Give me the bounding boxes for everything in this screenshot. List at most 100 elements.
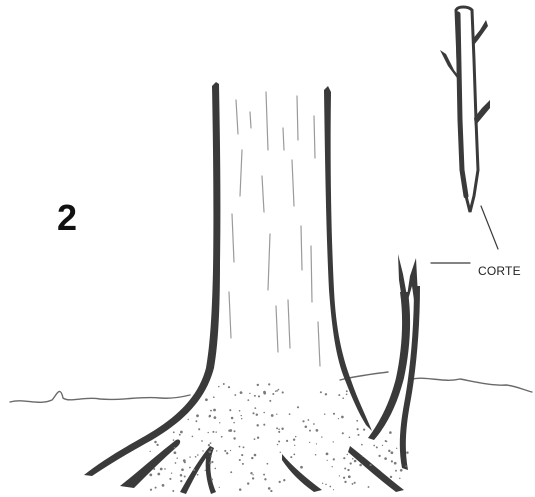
soil-dot	[373, 445, 375, 447]
soil-dot	[239, 446, 241, 448]
soil-dot	[196, 414, 199, 417]
soil-dot	[342, 397, 344, 399]
soil-dot	[174, 447, 176, 449]
soil-dot	[154, 441, 157, 444]
soil-dot	[361, 444, 363, 446]
root-right	[348, 446, 404, 492]
soil-dot	[176, 457, 177, 458]
soil-dot	[289, 413, 291, 415]
soil-dot	[221, 436, 223, 438]
soil-dot	[272, 393, 274, 395]
soil-dot	[333, 413, 335, 415]
soil-dot	[325, 484, 327, 486]
soil-dot	[276, 414, 277, 415]
soil-dot	[257, 437, 259, 439]
soil-dot	[213, 396, 215, 398]
soil-dot	[215, 431, 216, 432]
soil-dot	[309, 442, 310, 443]
soil-dot	[281, 427, 283, 429]
trunk-right-edge	[324, 86, 372, 431]
soil-dot	[258, 395, 260, 397]
soil-dot	[347, 454, 348, 455]
soil-dot	[352, 483, 354, 485]
soil-dot	[205, 398, 208, 401]
soil-dot	[243, 446, 245, 448]
soil-dot	[183, 459, 186, 462]
soil-dot	[267, 463, 269, 465]
soil-dot	[226, 452, 228, 454]
soil-dot	[219, 487, 220, 488]
soil-dot	[326, 453, 329, 456]
soil-dot	[229, 409, 231, 411]
soil-dot	[233, 437, 235, 439]
soil-dot	[308, 419, 310, 421]
soil-dot	[239, 410, 241, 412]
soil-dot	[171, 473, 172, 474]
soil-dot	[189, 467, 191, 469]
soil-dot	[382, 445, 383, 446]
soil-dot	[280, 452, 281, 453]
soil-dot	[230, 471, 232, 473]
soil-dot	[338, 394, 340, 396]
soil-dot	[162, 484, 165, 487]
soil-dot	[179, 434, 181, 436]
soil-dot	[354, 482, 356, 484]
soil-dot	[208, 450, 211, 453]
soil-dot	[209, 416, 211, 418]
soil-dot	[346, 390, 348, 392]
soil-dot	[268, 383, 270, 385]
cut-sprout	[368, 254, 420, 470]
soil-dot	[293, 438, 295, 440]
soil-dot	[256, 424, 258, 426]
soil-dot	[229, 429, 232, 432]
soil-dot	[275, 391, 276, 392]
soil-dot	[295, 436, 296, 437]
soil-dot	[212, 431, 214, 433]
soil-dot	[234, 430, 236, 432]
soil-dot	[269, 400, 271, 402]
soil-dot	[333, 441, 334, 442]
soil-dot	[249, 393, 250, 394]
soil-dot	[263, 392, 266, 395]
soil-dot	[279, 481, 281, 483]
soil-dot	[329, 486, 331, 488]
soil-dot	[241, 415, 242, 416]
soil-dot	[247, 399, 249, 401]
soil-dot	[192, 436, 194, 438]
soil-dot	[370, 464, 372, 466]
bark-texture	[229, 92, 320, 366]
cut-stick	[440, 7, 490, 212]
soil-dot	[271, 414, 274, 417]
soil-dot	[384, 457, 387, 460]
soil-dot	[400, 469, 403, 472]
soil-dot	[195, 456, 197, 458]
soil-dot	[341, 416, 344, 419]
soil-dot	[172, 490, 174, 492]
soil-dot	[315, 454, 317, 456]
soil-dot	[209, 462, 211, 464]
soil-dot	[210, 410, 212, 412]
soil-dot	[346, 393, 348, 395]
soil-dot	[278, 440, 280, 442]
soil-dot	[362, 456, 363, 457]
soil-dot	[257, 384, 259, 386]
soil-dot	[359, 464, 362, 467]
soil-dot	[399, 478, 400, 479]
soil-dot	[150, 451, 151, 452]
soil-dot	[189, 456, 190, 457]
soil-dot	[283, 479, 285, 481]
soil-dot	[174, 451, 177, 454]
soil-dot	[282, 391, 284, 393]
soil-dot	[208, 444, 210, 446]
soil-dot	[239, 488, 242, 491]
soil-dot	[322, 483, 323, 484]
soil-dot	[344, 468, 346, 470]
pointer-line-to-stick	[481, 206, 498, 249]
soil-dot	[211, 461, 213, 463]
soil-dot	[338, 418, 339, 419]
soil-dot	[233, 422, 235, 424]
soil-dot	[223, 383, 225, 385]
sprout-cut-top	[398, 254, 418, 300]
soil-dot	[231, 417, 234, 420]
soil-dot	[286, 440, 288, 442]
